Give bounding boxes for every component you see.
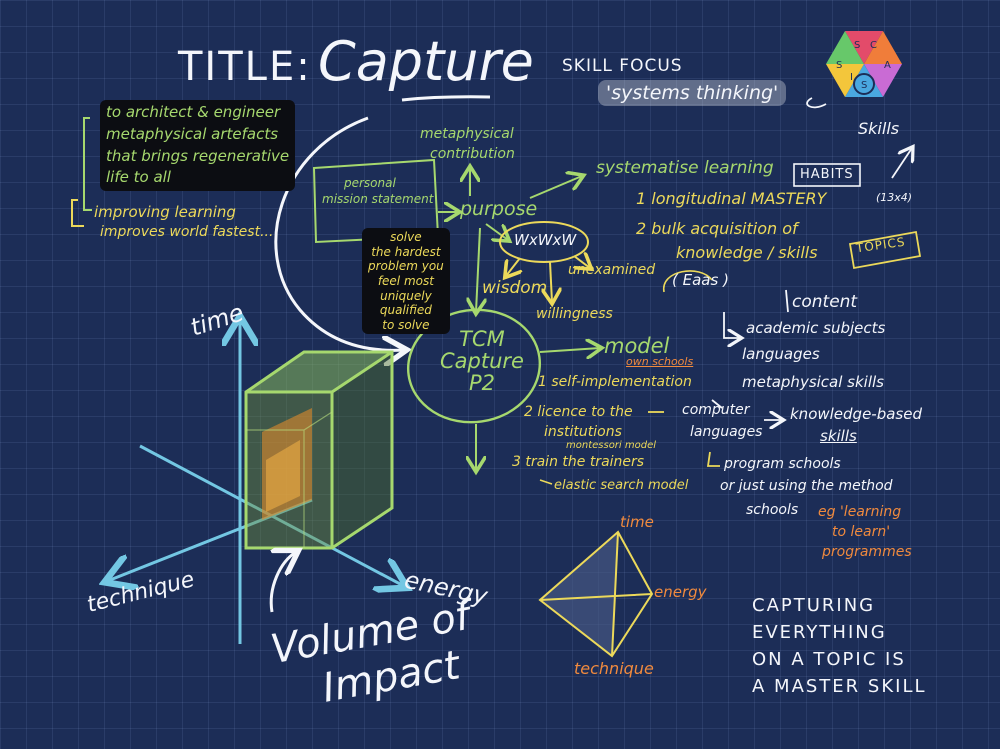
center-text: TCM Capture P2 xyxy=(440,327,524,396)
content-item-3: metaphysical skills xyxy=(742,373,884,391)
systematise-label: systematise learning xyxy=(596,158,774,178)
capture-arrow xyxy=(274,116,404,350)
bulk-line2: knowledge / skills xyxy=(676,243,818,262)
tetra-energy-label: energy xyxy=(654,583,707,601)
topics-box xyxy=(848,230,922,270)
tetrahedron xyxy=(538,530,654,658)
mission-sub-2: improves world fastest... xyxy=(100,224,274,240)
logo-letter-c: C xyxy=(870,40,877,51)
tetra-technique-label: technique xyxy=(574,659,654,678)
logo-letter-a: A xyxy=(884,60,891,71)
computer-line2: languages xyxy=(690,424,763,440)
montessori-label: montessori model xyxy=(566,440,657,451)
schools-label: schools xyxy=(746,502,799,518)
knowledge-line1: knowledge-based xyxy=(790,405,922,423)
bulk-line1: 2 bulk acquisition of xyxy=(636,219,798,238)
mission-sub-1: improving learning xyxy=(94,203,236,221)
habits-box xyxy=(793,163,861,187)
logo-letter-s1: S xyxy=(854,40,860,51)
content-item-2: languages xyxy=(742,345,820,363)
title-underline xyxy=(401,95,491,102)
eg-learning-1: eg 'learning xyxy=(818,504,902,520)
model-license-2: institutions xyxy=(544,424,622,440)
eaas-label: ( Eaas ) xyxy=(672,271,729,289)
personal-line1: personal xyxy=(344,176,396,190)
own-schools-label: own schools xyxy=(626,355,694,368)
impact-cube xyxy=(244,350,394,550)
model-license-1: 2 licence to the xyxy=(524,404,633,420)
center-ellipse xyxy=(406,308,542,424)
personal-line2: mission statement xyxy=(322,192,434,206)
content-item-1: academic subjects xyxy=(746,319,886,337)
title-prefix: TITLE: xyxy=(178,44,312,90)
skills-note: Skills xyxy=(858,119,900,138)
capturing-note: CAPTURING EVERYTHING ON A TOPIC IS A MAS… xyxy=(752,595,927,697)
model-train: 3 train the trainers xyxy=(512,454,645,470)
longitudinal-label: 1 longitudinal MASTERY xyxy=(636,189,827,208)
purpose-label: purpose xyxy=(460,198,538,220)
willingness-label: willingness xyxy=(536,306,613,322)
program-line2: or just using the method xyxy=(720,478,893,494)
wxwxw-ellipse xyxy=(499,221,589,263)
wisdom-label: wisdom xyxy=(482,278,548,298)
model-label: model xyxy=(604,334,670,358)
content-label: content xyxy=(792,292,858,312)
mission-text: to architect & engineer metaphysical art… xyxy=(100,100,296,191)
logo-letter-s2: S xyxy=(861,80,867,91)
wxwxw-label: WxWxW xyxy=(514,231,577,249)
metaphysical-line1: metaphysical xyxy=(420,126,514,142)
metaphysical-line2: contribution xyxy=(430,146,515,162)
skill-focus-value: 'systems thinking' xyxy=(598,80,787,107)
model-self: 1 self-implementation xyxy=(538,374,692,390)
scasis-logo-icon: S C A S I S xyxy=(826,31,902,97)
tetra-time-label: time xyxy=(620,513,654,531)
page-title: Capture xyxy=(318,30,534,93)
computer-line1: computer xyxy=(682,402,750,418)
mission-bracket xyxy=(83,117,92,211)
logo-letter-s3: S xyxy=(836,60,842,71)
unexamined-label: unexamined xyxy=(568,262,656,278)
eg-learning-3: programmes xyxy=(822,544,912,560)
skill-focus-label: SKILL FOCUS xyxy=(562,56,683,76)
habits-label: HABITS xyxy=(800,167,854,182)
model-elastic: elastic search model xyxy=(554,478,689,493)
count-label: (13x4) xyxy=(876,191,913,204)
logo-letter-i: I xyxy=(850,72,853,83)
eg-learning-2: to learn' xyxy=(832,524,891,540)
knowledge-line2: skills xyxy=(820,427,857,445)
program-line1: program schools xyxy=(724,456,841,472)
solve-note: solve the hardest problem you feel most … xyxy=(362,228,450,335)
